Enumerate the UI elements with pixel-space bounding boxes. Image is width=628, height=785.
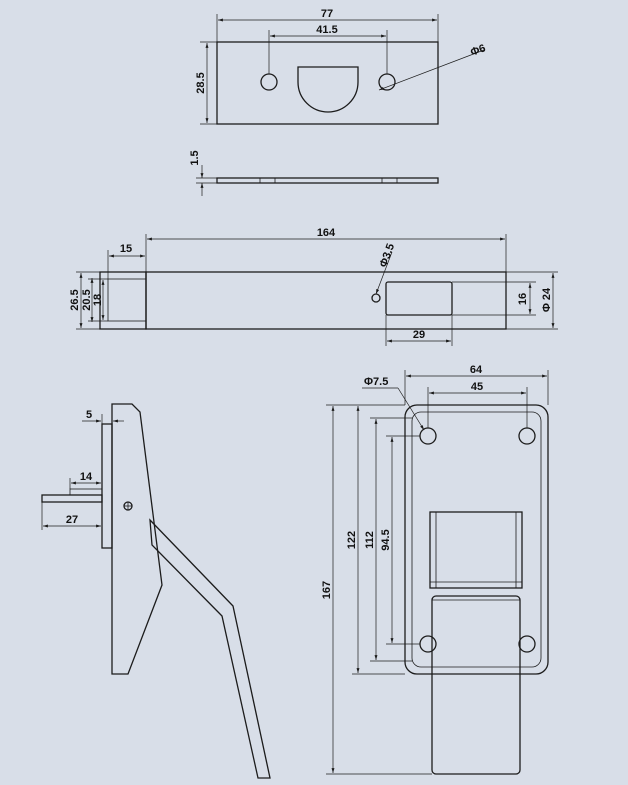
strike-bar-view: 164 15 26.5 20.5 18 Φ3.5 29 16 Φ 24: [69, 227, 558, 346]
latch-hook-upper: [429, 511, 523, 589]
dim-strike-tab-width: 15: [120, 243, 132, 255]
dim-strike-slot-height: 16: [517, 293, 529, 305]
dim-strike-height-inner: 18: [92, 294, 104, 306]
dim-strike-height-outer: 26.5: [69, 289, 81, 310]
dim-top-plate-height: 28.5: [195, 72, 207, 93]
latch-lever: [431, 595, 521, 775]
side-pin: [41, 494, 103, 503]
base-hole-top-left: [419, 427, 437, 445]
strike-slot: [385, 281, 453, 316]
side-lever-arm: [149, 518, 271, 779]
dim-base-hole-dia: Φ7.5: [364, 376, 388, 388]
dim-side-pin-length: 14: [80, 471, 93, 483]
strike-small-hole: [371, 293, 381, 303]
top-plate-view: 77 41.5 28.5 Φ6: [195, 8, 487, 125]
top-plate-right-hole: [378, 73, 396, 91]
top-plate-outline: [216, 41, 439, 125]
dim-plate-thickness: 1.5: [189, 150, 201, 165]
base-plate-outline: [404, 404, 549, 675]
dim-base-length: 122: [346, 531, 358, 549]
plate-thickness-view: 1.5: [189, 150, 439, 196]
dim-base-hole-spacing-x: 45: [471, 381, 483, 393]
dim-strike-hole-dia: Φ3.5: [378, 242, 398, 269]
base-hole-bottom-right: [518, 635, 536, 653]
plate-side-outline: [216, 177, 439, 184]
dim-base-inner-length: 112: [364, 531, 376, 549]
strike-end-tab-inner: [107, 278, 147, 322]
base-hole-bottom-left: [419, 635, 437, 653]
top-plate-cutout: [297, 66, 359, 113]
dim-top-plate-width: 77: [321, 8, 333, 20]
dim-side-thickness: 5: [86, 409, 92, 421]
dim-base-width: 64: [470, 364, 483, 376]
dim-top-plate-hole-spacing: 41.5: [316, 24, 337, 36]
dim-strike-slot-width: 29: [413, 329, 425, 341]
base-hole-top-right: [518, 427, 536, 445]
strike-end-tab: [99, 271, 147, 330]
side-base-plate: [111, 403, 163, 675]
strike-bar-body: [145, 271, 507, 330]
dim-strike-length: 164: [317, 227, 336, 239]
dim-overall-length: 167: [321, 581, 333, 599]
side-pin-collar: [69, 488, 103, 496]
dim-side-depth: 27: [66, 514, 78, 526]
dim-top-plate-hole-dia: Φ6: [469, 42, 487, 58]
dim-base-hole-spacing-y: 94.5: [380, 529, 392, 550]
side-mount-block: [101, 423, 113, 549]
base-plate-inner: [411, 411, 542, 668]
top-plate-left-hole: [260, 73, 278, 91]
dim-strike-end-dia: Φ 24: [541, 287, 553, 312]
side-profile-view: 5 14 27: [41, 403, 271, 779]
dim-strike-height-mid: 20.5: [81, 289, 93, 310]
front-view: 64 45 Φ7.5 167 122 112 94.5: [321, 364, 549, 775]
